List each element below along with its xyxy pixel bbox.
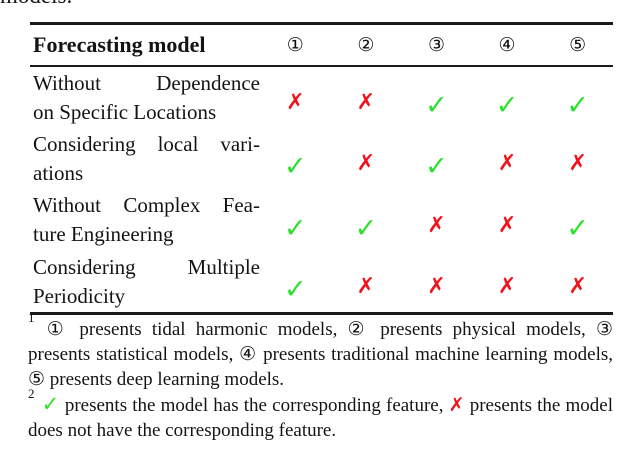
column-header-forecasting-model: Forecasting model: [33, 32, 206, 57]
feature-mark: ✓: [283, 212, 307, 244]
feature-mark: ✗: [427, 274, 446, 300]
column-header-model-5: ⑤: [569, 34, 587, 56]
feature-label: Without Dependence on Specific Locations: [30, 69, 260, 127]
column-header-model-1: ①: [286, 34, 304, 56]
feature-mark: ✗: [497, 151, 517, 177]
footnote-marker: 1: [28, 309, 35, 325]
table-row: Considering local vari- ations ✓ ✗ ✓ ✗ ✗: [30, 128, 613, 189]
feature-mark: ✓: [425, 90, 448, 122]
feature-label-line: on Specific Locations: [33, 99, 217, 124]
feature-mark: ✗: [427, 212, 446, 238]
cropped-caption-text: models.: [0, 0, 220, 10]
table-row: Without Complex Fea- ture Engineering ✓ …: [30, 190, 613, 251]
footnote-marker: 2: [28, 385, 35, 401]
feature-mark: ✗: [356, 90, 376, 116]
feature-label-line: Without Complex Fea-: [33, 193, 260, 218]
feature-label: Considering Multiple Periodicity: [30, 253, 260, 311]
feature-label-line: ture Engineering: [33, 222, 174, 247]
table-header-row: Forecasting model ① ② ③ ④ ⑤: [30, 25, 613, 65]
feature-label-line: ations: [33, 160, 84, 185]
caption-fragment: models.: [0, 0, 220, 9]
footnote-text: ① presents tidal harmonic models, ② pres…: [28, 319, 614, 390]
feature-mark: ✓: [566, 212, 589, 244]
footnote-text: presents the model does not have the cor…: [28, 395, 614, 441]
feature-mark: ✗: [497, 274, 517, 300]
model-column-headers: ① ② ③ ④ ⑤: [260, 34, 613, 56]
feature-mark: ✓: [566, 90, 589, 122]
table-body: Without Dependence on Specific Locations…: [30, 67, 613, 312]
feature-mark: ✓: [495, 90, 519, 122]
feature-mark: ✓: [354, 212, 378, 244]
check-icon: ✓: [41, 392, 60, 416]
feature-label-line: Periodicity: [33, 283, 126, 308]
footnote-text: presents the model has the corresponding…: [59, 395, 449, 416]
feature-label: Considering local vari- ations: [30, 130, 260, 188]
feature-mark: ✓: [283, 151, 307, 183]
table-bottom-rule: [30, 312, 613, 316]
feature-marks: ✓ ✓ ✗ ✗ ✓: [260, 207, 613, 242]
table-row: Without Dependence on Specific Locations…: [30, 67, 613, 128]
footnote-marks-legend: 2 ✓ presents the model has the correspon…: [28, 387, 614, 443]
feature-marks: ✗ ✗ ✓ ✓ ✓: [260, 84, 613, 120]
column-header-model-4: ④: [498, 34, 516, 56]
feature-label-line: Considering Multiple: [33, 254, 260, 279]
table-footnotes: 1 ① presents tidal harmonic models, ② pr…: [28, 311, 614, 443]
table-top-rule: [30, 22, 613, 25]
table-mid-rule: [30, 65, 613, 67]
feature-mark: ✓: [283, 274, 307, 306]
feature-mark: ✗: [497, 212, 517, 238]
feature-mark: ✓: [425, 151, 448, 183]
feature-mark: ✗: [568, 151, 587, 177]
feature-label-line: Considering local vari-: [33, 131, 260, 156]
feature-marks: ✓ ✗ ✗ ✗ ✗: [260, 268, 613, 304]
footnote-models-legend: 1 ① presents tidal harmonic models, ② pr…: [28, 311, 614, 392]
feature-comparison-table: Forecasting model ① ② ③ ④ ⑤ Without Depe…: [30, 22, 613, 316]
column-header-model-3: ③: [427, 34, 445, 56]
feature-label-line: Without Dependence: [33, 70, 260, 95]
table-row: Considering Multiple Periodicity ✓ ✗ ✗ ✗…: [30, 251, 613, 312]
feature-mark: ✗: [356, 151, 376, 177]
feature-mark: ✗: [356, 274, 376, 300]
feature-mark: ✗: [568, 274, 587, 300]
feature-label: Without Complex Fea- ture Engineering: [30, 191, 260, 249]
feature-marks: ✓ ✗ ✓ ✗ ✗: [260, 145, 613, 181]
cross-icon: ✗: [448, 394, 465, 416]
feature-mark: ✗: [286, 90, 305, 116]
column-header-model-2: ②: [357, 34, 375, 56]
